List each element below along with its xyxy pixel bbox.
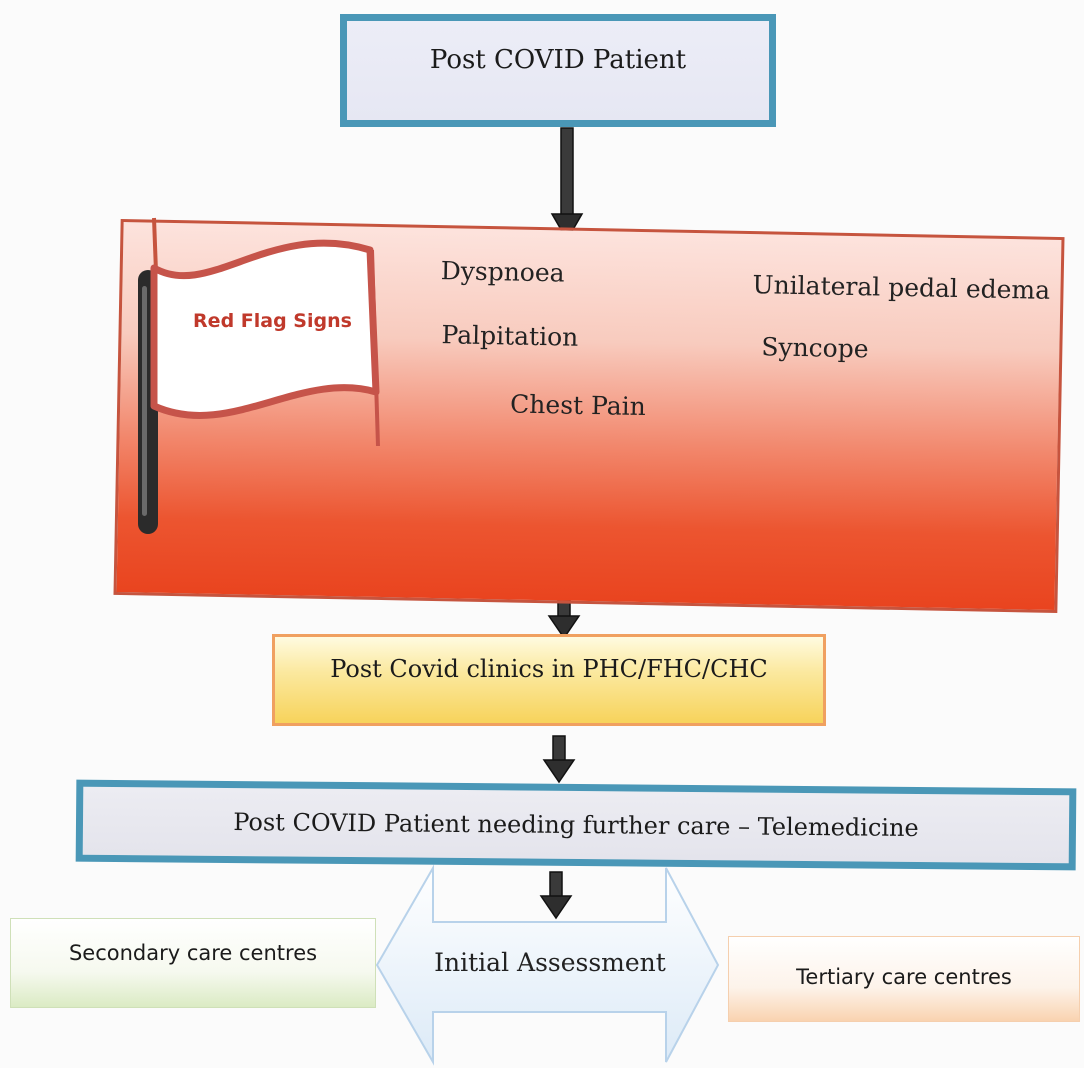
telemedicine-label: Post COVID Patient needing further care … <box>233 808 919 842</box>
post-covid-clinics-label: Post Covid clinics in PHC/FHC/CHC <box>330 655 768 683</box>
secondary-care-centres-box: Secondary care centres <box>10 918 376 1008</box>
post-covid-patient-box: Post COVID Patient <box>340 14 776 127</box>
tertiary-care-centres-label: Tertiary care centres <box>796 965 1012 989</box>
telemedicine-box: Post COVID Patient needing further care … <box>75 779 1077 871</box>
arrow-down-3 <box>542 735 576 784</box>
red-flag-signs-label: Red Flag Signs <box>193 310 352 332</box>
arrow-down-1 <box>550 127 584 242</box>
post-covid-patient-label: Post COVID Patient <box>429 44 687 75</box>
arrow-down-4 <box>539 871 573 920</box>
sign-unilateral-pedal-edema: Unilateral pedal edema <box>752 270 1051 305</box>
double-arrow-shape <box>375 864 720 1066</box>
initial-assessment-label: Initial Assessment <box>434 948 666 977</box>
tertiary-care-centres-box: Tertiary care centres <box>728 936 1080 1022</box>
secondary-care-centres-label: Secondary care centres <box>68 941 318 965</box>
sign-dyspnoea: Dyspnoea <box>440 256 565 288</box>
flag-icon <box>138 217 380 534</box>
sign-chest-pain: Chest Pain <box>509 389 647 422</box>
post-covid-clinics-box: Post Covid clinics in PHC/FHC/CHC <box>272 634 826 726</box>
sign-syncope: Syncope <box>761 332 869 364</box>
sign-palpitation: Palpitation <box>441 320 579 352</box>
